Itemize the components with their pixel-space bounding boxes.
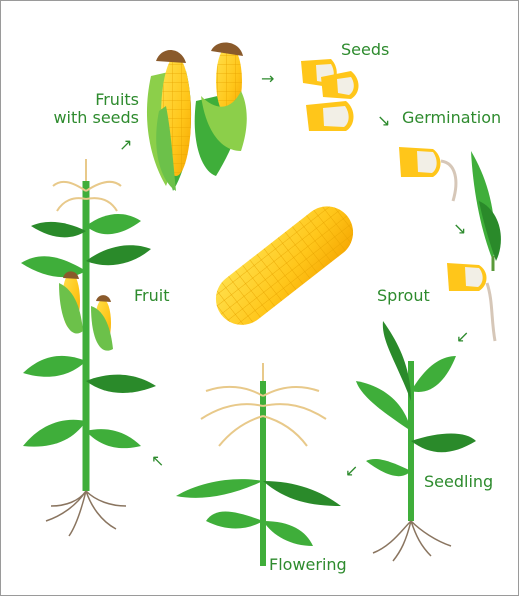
label-sprout: Sprout	[377, 287, 430, 305]
seedling-plant-icon	[356, 321, 476, 561]
arrow-to-germination-icon: ↘	[377, 113, 390, 129]
arrow-to-seedling-icon: ↙	[456, 329, 469, 345]
arrow-to-seeds-icon: →	[261, 71, 274, 87]
germinating-seed-icon	[399, 147, 456, 201]
seeds-icon	[301, 59, 359, 131]
arrow-germination-down-icon: ↘	[453, 221, 466, 237]
flowering-plant-icon	[176, 363, 341, 566]
corn-ears-icon	[147, 43, 247, 191]
label-fruit: Fruit	[134, 287, 169, 305]
arrow-to-fruits-icon: ↗	[119, 137, 132, 153]
arrow-to-fruit-icon: ↖	[151, 453, 164, 469]
arrow-to-flowering-icon: ↙	[345, 463, 358, 479]
mature-corn-plant-icon	[21, 159, 156, 536]
corn-cob-icon	[205, 196, 363, 335]
label-germination: Germination	[402, 109, 501, 127]
label-fruits-line-1: Fruits	[95, 90, 139, 109]
label-fruits-with-seeds: Fruits with seeds	[41, 91, 139, 127]
label-fruits-line-2: with seeds	[53, 108, 139, 127]
label-seedling: Seedling	[424, 473, 493, 491]
label-seeds: Seeds	[341, 41, 389, 59]
label-flowering: Flowering	[269, 556, 347, 574]
